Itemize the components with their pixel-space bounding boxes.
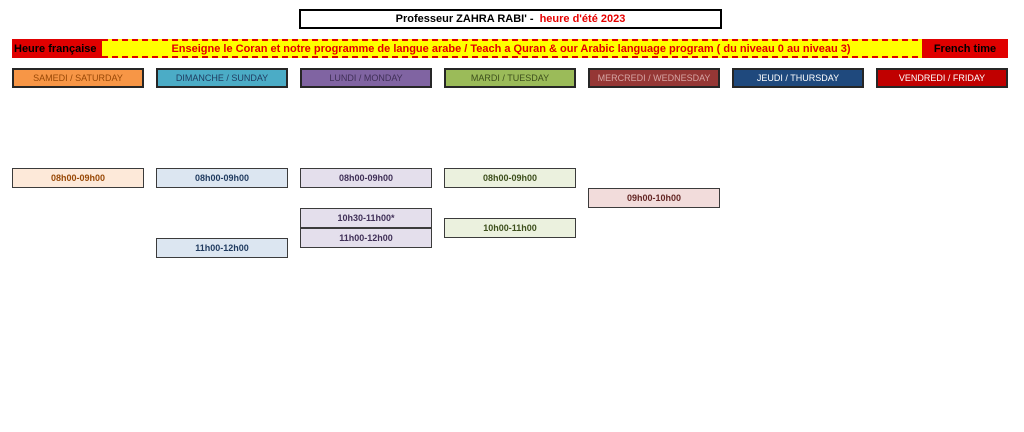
day-header-saturday: SAMEDI / SATURDAY <box>12 68 144 88</box>
page-title: Professeur ZAHRA RABI' - heure d'été 202… <box>299 9 722 29</box>
day-header-monday: LUNDI / MONDAY <box>300 68 432 88</box>
french-time-label-left: Heure française <box>12 39 102 58</box>
slot-monday-2[interactable]: 10h30-11h00* <box>300 208 432 228</box>
french-time-label-right: French time <box>922 39 1008 58</box>
slot-monday-3[interactable]: 11h00-12h00 <box>300 228 432 248</box>
season-label: heure d'été 2023 <box>539 13 626 25</box>
info-banner: Heure française Enseigne le Coran et not… <box>12 39 1008 58</box>
slot-tuesday-1[interactable]: 08h00-09h00 <box>444 168 576 188</box>
slot-saturday-1[interactable]: 08h00-09h00 <box>12 168 144 188</box>
teacher-name: Professeur ZAHRA RABI' - <box>395 13 534 25</box>
day-header-sunday: DIMANCHE / SUNDAY <box>156 68 288 88</box>
day-header-wednesday: MERCREDI / WEDNESDAY <box>588 68 720 88</box>
slot-tuesday-2[interactable]: 10h00-11h00 <box>444 218 576 238</box>
slot-sunday-2[interactable]: 11h00-12h00 <box>156 238 288 258</box>
slot-monday-1[interactable]: 08h00-09h00 <box>300 168 432 188</box>
slot-sunday-1[interactable]: 08h00-09h00 <box>156 168 288 188</box>
day-header-tuesday: MARDI / TUESDAY <box>444 68 576 88</box>
slot-wednesday-1[interactable]: 09h00-10h00 <box>588 188 720 208</box>
day-header-thursday: JEUDI / THURSDAY <box>732 68 864 88</box>
day-header-friday: VENDREDI / FRIDAY <box>876 68 1008 88</box>
program-description: Enseigne le Coran et notre programme de … <box>171 42 851 55</box>
